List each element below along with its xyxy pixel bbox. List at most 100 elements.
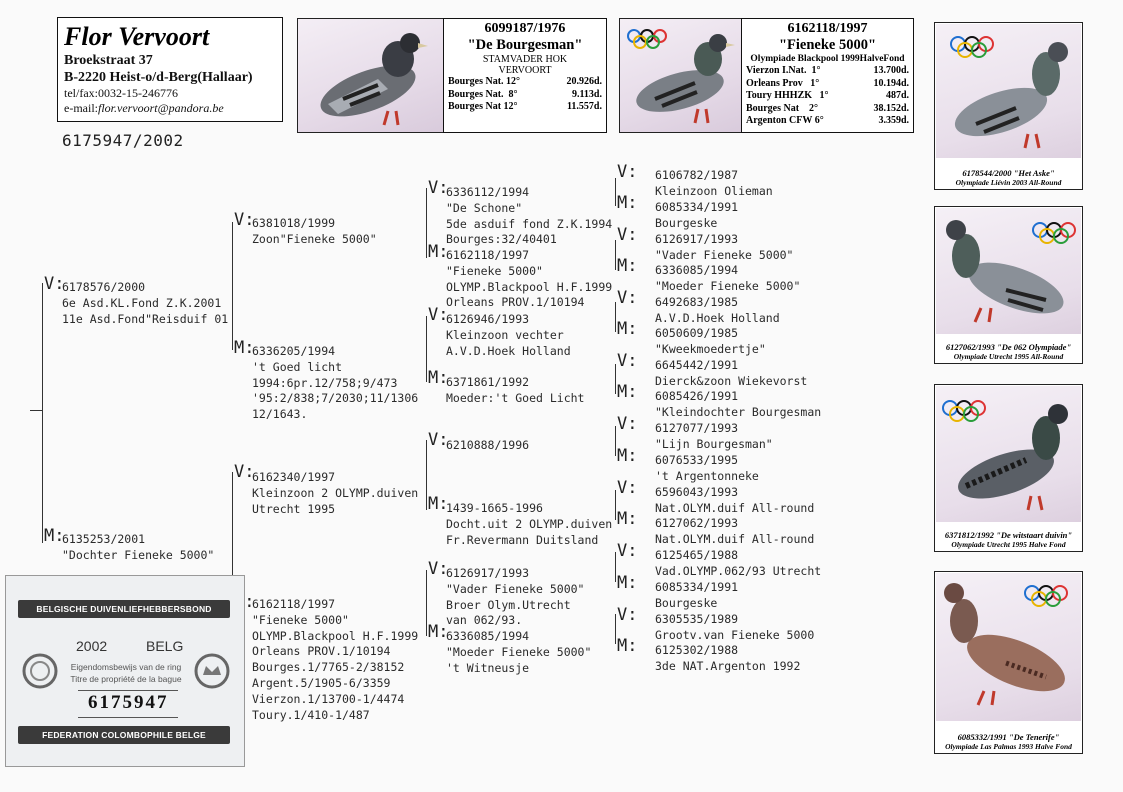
dam-marker: M:: [617, 573, 638, 593]
bracket-line: [30, 410, 42, 411]
bracket-line: [426, 570, 427, 636]
card-number-frame: [78, 690, 178, 718]
bird2-result: Argenton CFW 6°3.359d.: [746, 115, 909, 126]
gen4-item: 6076533/1995 't Argentonneke: [655, 453, 759, 483]
sire-marker: V:: [234, 210, 255, 230]
dam-marker: M:: [617, 319, 638, 339]
bird2-result: Bourges Nat 2°38.152d.: [746, 102, 909, 114]
bird1-result: Bourges Nat 12°11.557d.: [448, 101, 602, 112]
bird2-result: Vierzon I.Nat. 1°13.700d.: [746, 65, 909, 76]
bird2-result: Toury HHHZK 1°487d.: [746, 90, 909, 101]
gen2-dd: 6162118/1997 "Fieneke 5000" OLYMP.Blackp…: [252, 597, 419, 722]
bird2-line1: Olympiade Blackpool 1999HalveFond: [750, 54, 905, 64]
pigeon-icon: [946, 220, 1076, 323]
card-year: 2002: [76, 638, 108, 654]
gen2-ss: 6381018/1999 Zoon"Fieneke 5000": [252, 216, 377, 246]
dam-marker: M:: [428, 494, 449, 514]
right-photo-1: 6178544/2000 "Het Aske"Olympiade Liévin …: [934, 22, 1083, 190]
bracket-line: [232, 222, 233, 350]
pigeon-icon: [320, 33, 428, 126]
gen4-item: 6106782/1987 Kleinzoon Olieman: [655, 168, 773, 198]
gen4-item: 6050609/1985 "Kweekmoedertje": [655, 326, 766, 356]
photo-caption: 6178544/2000 "Het Aske": [962, 168, 1055, 178]
gen4-item: 6127062/1993 Nat.OLYM.duif All-round: [655, 516, 815, 546]
dam-marker: M:: [44, 526, 65, 546]
right-photo-4: 6085332/1991 "De Tenerife"Olympiade Las …: [934, 571, 1083, 754]
sire-marker: V:: [617, 351, 638, 371]
bird1-line1: STAMVADER HOK: [482, 54, 568, 65]
bracket-line: [615, 614, 616, 644]
card-bottom-banner: FEDERATION COLOMBOPHILE BELGE: [18, 726, 230, 744]
bracket-line: [615, 364, 616, 394]
owner-email[interactable]: flor.vervoort@pandora.be: [97, 101, 224, 115]
dam-marker: M:: [617, 382, 638, 402]
gen4-item: 6336085/1994 "Moeder Fieneke 5000": [655, 263, 801, 293]
gen4-item: 6492683/1985 A.V.D.Hoek Holland: [655, 295, 780, 325]
pigeon-icon: [944, 583, 1068, 706]
dam-marker: M:: [617, 193, 638, 213]
sire-marker: V:: [428, 178, 449, 198]
email-label: e-mail:: [64, 101, 98, 115]
bracket-line: [615, 552, 616, 582]
gen1-sire: 6178576/2000 6e Asd.KL.Fond Z.K.2001 11e…: [62, 280, 229, 326]
bracket-line: [615, 302, 616, 332]
sire-marker: V:: [428, 559, 449, 579]
bird2-result: Orleans Prov 1°10.194d.: [746, 77, 909, 89]
card-ring-number: 6175947: [88, 692, 169, 713]
bird2-ring: 6162118/1997: [787, 21, 868, 36]
bracket-line: [615, 426, 616, 456]
photo-subcaption: Olympiade Liévin 2003 All-Round: [955, 178, 1062, 187]
gen4-item: 6305535/1989 Grootv.van Fieneke 5000: [655, 612, 815, 642]
gen3-item: 6162118/1997 "Fieneke 5000" OLYMP.Blackp…: [446, 248, 613, 310]
olympic-rings-icon: [627, 29, 667, 49]
ring-ownership-card: BELGISCHE DUIVENLIEFHEBBERSBOND 2002 BEL…: [5, 575, 245, 767]
bird1-result: Bourges Nat. 12°20.926d.: [448, 76, 602, 87]
bird1-line2: VERVOORT: [498, 65, 552, 76]
fieneke-photo: [619, 18, 742, 133]
card-text-1: Eigendomsbewijs van de ring: [70, 662, 182, 672]
dam-marker: M:: [428, 368, 449, 388]
gen4-item: 6125465/1988 Vad.OLYMP.062/93 Utrecht: [655, 548, 822, 578]
gen4-item: 6645442/1991 Dierck&zoon Wiekevorst: [655, 358, 808, 388]
bourgesman-info: 6099187/1976 "De Bourgesman" STAMVADER H…: [443, 18, 607, 133]
gen3-item: 6210888/1996: [446, 438, 530, 452]
gen4-item: 6085426/1991 "Kleindochter Bourgesman: [655, 389, 822, 419]
bracket-line: [232, 472, 233, 602]
bird1-result: Bourges Nat. 8°9.113d.: [448, 88, 602, 100]
sire-marker: V:: [617, 414, 638, 434]
photo-subcaption: Olympiade Utrecht 1995 All-Round: [953, 352, 1064, 361]
dam-marker: M:: [617, 446, 638, 466]
dam-marker: M:: [428, 242, 449, 262]
pigeon-icon: [942, 400, 1068, 511]
photo-subcaption: Olympiade Utrecht 1995 Halve Fond: [951, 540, 1066, 549]
gen3-item: 6371861/1992 Moeder:'t Goed Licht: [446, 375, 585, 405]
pigeon-icon: [627, 29, 735, 124]
gen4-item: 6085334/1991 Bourgeske: [655, 580, 739, 610]
bird1-ring: 6099187/1976: [484, 21, 566, 36]
photo-caption: 6085332/1991 "De Tenerife": [957, 732, 1060, 742]
bourgesman-photo: [297, 18, 444, 133]
bracket-line: [615, 240, 616, 270]
bird2-nick: "Fieneke 5000": [778, 37, 877, 53]
gen3-item: 1439-1665-1996 Docht.uit 2 OLYMP.duiven …: [446, 501, 613, 547]
gen4-item: 6125302/1988 3de NAT.Argenton 1992: [655, 643, 801, 673]
gen4-item: 6127077/1993 "Lijn Bourgesman": [655, 421, 773, 451]
gen4-item: 6126917/1993 "Vader Fieneke 5000": [655, 232, 794, 262]
main-ring-number: 6175947/2002: [62, 131, 184, 150]
sire-marker: V:: [428, 430, 449, 450]
gen4-item: 6596043/1993 Nat.OLYM.duif All-round: [655, 485, 815, 515]
gen3-item: 6336085/1994 "Moeder Fieneke 5000" 't Wi…: [446, 629, 592, 675]
gen3-item: 6126917/1993 "Vader Fieneke 5000" Broer …: [446, 566, 585, 628]
sire-marker: V:: [617, 541, 638, 561]
fieneke-info: 6162118/1997 "Fieneke 5000" Olympiade Bl…: [741, 18, 914, 133]
gen4-item: 6085334/1991 Bourgeske: [655, 200, 739, 230]
gen3-item: 6336112/1994 "De Schone" 5de asduif fond…: [446, 185, 613, 247]
photo-caption: 6371812/1992 "De witstaart duivin": [944, 530, 1073, 540]
dam-marker: M:: [428, 622, 449, 642]
sire-marker: V:: [617, 605, 638, 625]
sire-marker: V:: [44, 274, 65, 294]
card-top-banner: BELGISCHE DUIVENLIEFHEBBERSBOND: [18, 600, 230, 618]
owner-street: Broekstraat 37: [64, 53, 153, 68]
bird1-nick: "De Bourgesman": [467, 37, 583, 53]
bracket-line: [42, 283, 43, 543]
